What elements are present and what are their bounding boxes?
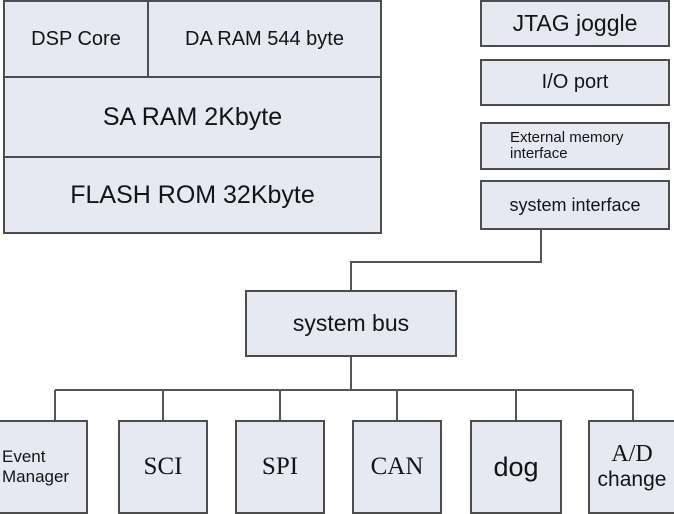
- event-manager-label-line2: Manager: [2, 467, 70, 486]
- spi-box: SPI: [235, 420, 325, 514]
- dog-box: dog: [470, 420, 562, 514]
- jtag-label: JTAG joggle: [512, 10, 638, 36]
- system-interface-box: system interface: [480, 180, 670, 230]
- spi-label: SPI: [261, 453, 299, 480]
- sa-ram-cell: SA RAM 2Kbyte: [3, 76, 382, 158]
- ad-label-line1: A/D: [611, 441, 653, 467]
- can-label: CAN: [370, 453, 424, 480]
- io-port-box: I/O port: [480, 59, 670, 106]
- flash-rom-label: FLASH ROM 32Kbyte: [70, 180, 315, 209]
- external-memory-label-line2: interface: [510, 145, 568, 162]
- ad-change-box: A/D change: [588, 420, 674, 514]
- event-manager-label-line1: Event: [2, 447, 46, 466]
- dog-label: dog: [493, 451, 539, 482]
- system-bus-box: system bus: [245, 290, 457, 357]
- ad-label-line2: change: [597, 468, 667, 491]
- io-port-label: I/O port: [541, 71, 609, 93]
- jtag-box: JTAG joggle: [480, 0, 670, 47]
- sci-box: SCI: [118, 420, 208, 514]
- dsp-core-label: DSP Core: [31, 27, 121, 50]
- external-memory-box: External memory interface: [480, 122, 670, 170]
- external-memory-label-line1: External memory: [510, 129, 624, 146]
- can-box: CAN: [352, 420, 442, 514]
- sci-label: SCI: [143, 453, 183, 480]
- event-manager-box: Event Manager: [0, 420, 88, 514]
- dsp-core-cell: DSP Core: [3, 0, 149, 78]
- da-ram-label: DA RAM 544 byte: [185, 27, 344, 50]
- system-interface-label: system interface: [509, 194, 641, 215]
- sa-ram-label: SA RAM 2Kbyte: [102, 102, 283, 131]
- system-bus-label: system bus: [292, 310, 410, 336]
- flash-rom-cell: FLASH ROM 32Kbyte: [3, 156, 382, 234]
- interface-to-bus-line: [350, 229, 542, 290]
- da-ram-cell: DA RAM 544 byte: [147, 0, 382, 78]
